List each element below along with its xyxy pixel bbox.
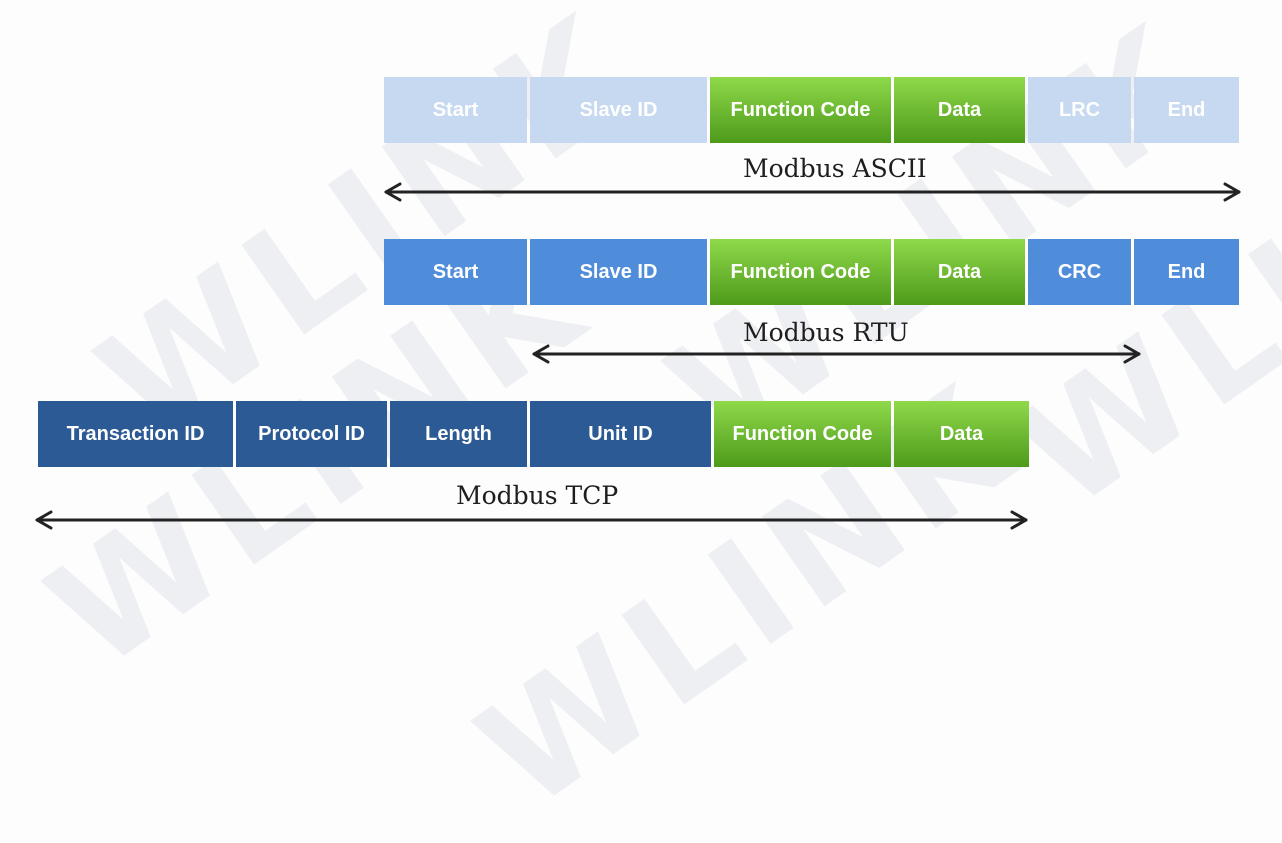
field-function-code: Function Code <box>714 401 891 467</box>
field-label: Transaction ID <box>66 422 205 445</box>
frame-caption-tcp: Modbus TCP <box>456 481 619 510</box>
field-protocol-id: Protocol ID <box>236 401 387 467</box>
field-label: Function Code <box>730 260 871 283</box>
double-arrow-tcp <box>35 510 1028 530</box>
field-label: Start <box>432 98 479 121</box>
frame-caption-rtu: Modbus RTU <box>743 318 909 347</box>
field-label: Data <box>937 260 982 283</box>
field-start: Start <box>384 239 527 305</box>
span-arrows <box>35 182 1241 530</box>
field-data: Data <box>894 401 1029 467</box>
field-label: Slave ID <box>579 260 658 283</box>
field-label: End <box>1167 260 1206 283</box>
field-end: End <box>1134 77 1239 143</box>
field-function-code: Function Code <box>710 239 891 305</box>
field-label: CRC <box>1057 260 1102 283</box>
field-label: Start <box>432 260 479 283</box>
field-label: LRC <box>1058 98 1101 121</box>
modbus-frame-diagram: WLINK WLINK WLINK WLINK WLINK Start Slav… <box>20 0 1282 843</box>
field-end: End <box>1134 239 1239 305</box>
field-transaction-id: Transaction ID <box>38 401 233 467</box>
field-crc: CRC <box>1028 239 1131 305</box>
double-arrow-ascii <box>384 182 1241 202</box>
field-slave-id: Slave ID <box>530 77 707 143</box>
field-lrc: LRC <box>1028 77 1131 143</box>
field-length: Length <box>390 401 527 467</box>
field-label: Data <box>937 98 982 121</box>
field-label: Unit ID <box>588 422 653 445</box>
field-data: Data <box>894 239 1025 305</box>
field-slave-id: Slave ID <box>530 239 707 305</box>
field-function-code: Function Code <box>710 77 891 143</box>
field-unit-id: Unit ID <box>530 401 711 467</box>
field-label: Length <box>425 422 492 445</box>
field-label: Protocol ID <box>258 422 365 445</box>
field-label: Slave ID <box>579 98 658 121</box>
field-data: Data <box>894 77 1025 143</box>
field-label: Function Code <box>730 98 871 121</box>
field-label: Function Code <box>732 422 873 445</box>
field-start: Start <box>384 77 527 143</box>
field-label: Data <box>939 422 984 445</box>
frame-caption-ascii: Modbus ASCII <box>743 154 927 183</box>
field-label: End <box>1167 98 1206 121</box>
double-arrow-rtu <box>532 344 1141 364</box>
